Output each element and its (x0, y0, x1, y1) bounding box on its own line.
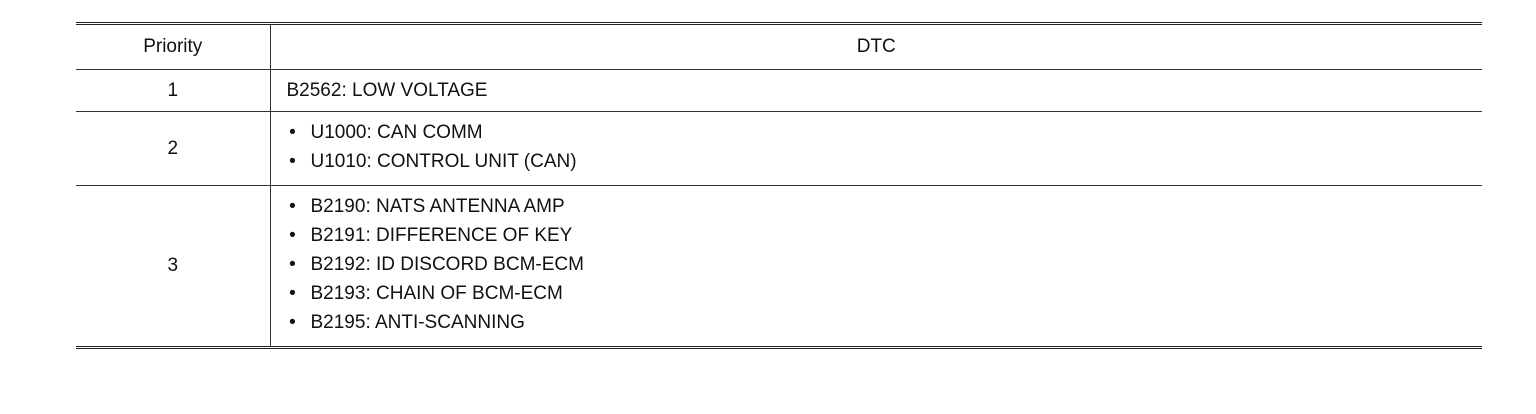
priority-cell: 3 (76, 185, 271, 348)
bullet-icon: • (289, 225, 296, 246)
dtc-code-list: • B2190: NATS ANTENNA AMP • B2191: DIFFERE… (287, 192, 1483, 337)
dtc-code: B2195: ANTI-SCANNING (310, 312, 525, 333)
bullet-icon: • (289, 283, 296, 304)
bullet-icon: • (289, 254, 296, 275)
priority-cell: 1 (76, 69, 271, 112)
dtc-code: U1000: CAN COMM (310, 122, 483, 143)
header-row: Priority DTC (76, 23, 1482, 70)
list-item: • U1010: CONTROL UNIT (CAN) (287, 147, 1483, 176)
list-item: • B2193: CHAIN OF BCM-ECM (287, 279, 1483, 308)
list-item: • B2192: ID DISCORD BCM-ECM (287, 250, 1483, 279)
priority-cell: 2 (76, 111, 271, 186)
dtc-header: DTC (856, 36, 896, 57)
list-item: • B2195: ANTI-SCANNING (287, 308, 1483, 337)
dtc-code: B2190: NATS ANTENNA AMP (310, 196, 565, 217)
dtc-cell: • U1000: CAN COMM • U1010: CONTROL UNIT (C… (270, 111, 1483, 186)
dtc-code: B2192: ID DISCORD BCM-ECM (310, 254, 584, 275)
list-item: • U1000: CAN COMM (287, 118, 1483, 147)
dtc-cell: B2562: LOW VOLTAGE (270, 69, 1482, 112)
bullet-icon: • (289, 151, 296, 172)
dtc-cell: • B2190: NATS ANTENNA AMP • B2191: DIFFERE… (270, 185, 1483, 348)
dtc-code: B2193: CHAIN OF BCM-ECM (310, 283, 563, 304)
priority-header: Priority (76, 23, 271, 70)
bullet-icon: • (289, 196, 296, 217)
dtc-code: U1010: CONTROL UNIT (CAN) (310, 151, 577, 172)
dtc-priority-table: Priority DTC 1 B2562: LOW VOLTAGE 2 • U10… (76, 22, 1482, 349)
bullet-icon: • (289, 312, 296, 333)
list-item: • B2190: NATS ANTENNA AMP (287, 192, 1483, 221)
dtc-code: B2191: DIFFERENCE OF KEY (310, 225, 573, 246)
dtc-code: B2562: LOW VOLTAGE (286, 79, 488, 101)
table-row: 1 B2562: LOW VOLTAGE (76, 69, 1482, 112)
dtc-code-list: • U1000: CAN COMM • U1010: CONTROL UNIT (C… (287, 118, 1483, 176)
table-row: 3 • B2190: NATS ANTENNA AMP • B2191: DIFFE… (76, 185, 1483, 348)
list-item: • B2191: DIFFERENCE OF KEY (287, 221, 1483, 250)
bullet-icon: • (289, 122, 296, 143)
table-row: 2 • U1000: CAN COMM • U1010: CONTROL UNIT … (76, 111, 1483, 186)
